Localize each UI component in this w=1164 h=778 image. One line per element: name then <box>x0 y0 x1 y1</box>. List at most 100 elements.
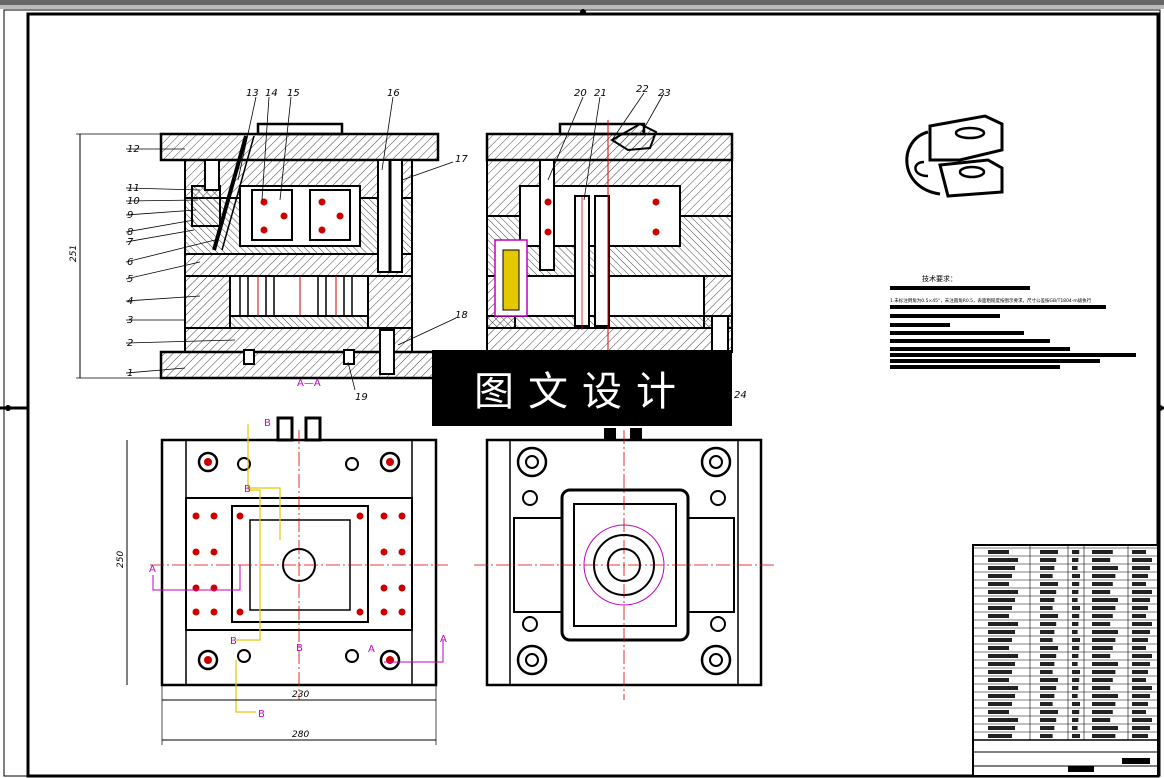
bom-cell-text <box>988 686 1018 690</box>
bom-cell-text <box>1132 574 1148 578</box>
part-label-12: 12 <box>127 144 140 155</box>
bom-cell-text <box>1132 614 1146 618</box>
part-label-15: 15 <box>287 88 300 99</box>
bom-cell-text <box>1132 558 1152 562</box>
bom-cell-text <box>1092 654 1111 658</box>
bom-cell-text <box>1072 590 1079 594</box>
bom-cell-text <box>988 606 1012 610</box>
title-block <box>972 544 1159 777</box>
section-marker-b-1: B <box>244 484 251 495</box>
bom-cell-text <box>1092 694 1118 698</box>
tech-line-bar <box>890 331 1024 335</box>
section-view-right <box>485 92 734 353</box>
bom-cell-text <box>988 702 1012 706</box>
section-marker-b-top: B <box>264 418 271 429</box>
bom-cell-text <box>1132 582 1146 586</box>
bom-cell-text <box>988 678 1009 682</box>
bom-cell-text <box>1072 614 1080 618</box>
tech-line-bar <box>890 286 1030 290</box>
bom-cell-text <box>1132 694 1150 698</box>
bom-cell-text <box>988 694 1015 698</box>
bom-cell-text <box>1132 566 1150 570</box>
part-label-11: 11 <box>127 183 140 194</box>
bom-cell-text <box>988 662 1015 666</box>
bom-cell-text <box>1040 726 1055 730</box>
bom-cell-text <box>1132 638 1148 642</box>
bom-cell-text <box>988 622 1018 626</box>
bom-cell-text <box>1092 686 1111 690</box>
tech-line-bar <box>890 347 1070 351</box>
dimension-width-inner: 230 <box>292 690 309 700</box>
part-label-3: 3 <box>127 315 133 326</box>
tech-line-bar <box>890 339 1050 343</box>
bom-cell-text <box>1132 678 1146 682</box>
bom-cell-text <box>988 710 1009 714</box>
bom-cell-text <box>1040 694 1055 698</box>
bom-cell-text <box>988 654 1018 658</box>
part-label-5: 5 <box>127 274 133 285</box>
bom-cell-text <box>1092 566 1118 570</box>
bom-cell-text <box>1092 734 1116 738</box>
section-marker-a-right: A <box>440 634 447 645</box>
bom-cell-text <box>1132 718 1152 722</box>
part-label-17: 17 <box>455 154 468 165</box>
tech-line-bar <box>890 305 1106 309</box>
bom-cell-text <box>1092 590 1111 594</box>
bom-cell-text <box>1092 718 1111 722</box>
bom-cell-text <box>1132 670 1148 674</box>
bom-cell-text <box>1040 606 1053 610</box>
bom-cell-text <box>1040 558 1057 562</box>
bom-cell-text <box>1040 646 1058 650</box>
part-label-19: 19 <box>355 392 368 403</box>
bom-cell-text <box>988 582 1009 586</box>
section-view-left <box>76 96 457 391</box>
bom-cell-text <box>1072 718 1079 722</box>
bom-cell-text <box>1092 614 1113 618</box>
dimension-height-plan: 250 <box>116 551 126 568</box>
tech-line-bar <box>890 323 950 327</box>
bom-cell-text <box>1072 686 1079 690</box>
plan-view-right <box>474 428 774 700</box>
watermark-banner: 图文设计 <box>432 350 732 426</box>
bom-cell-text <box>1040 734 1053 738</box>
bom-cell-text <box>988 726 1015 730</box>
bom-cell-text <box>1092 550 1113 554</box>
bom-cell-text <box>988 566 1015 570</box>
bom-cell-text <box>1072 606 1080 610</box>
part-label-23: 23 <box>658 88 671 99</box>
bom-cell-text <box>1132 686 1152 690</box>
part-label-14: 14 <box>265 88 278 99</box>
bom-cell-text <box>1132 734 1148 738</box>
part-label-1: 1 <box>127 368 133 379</box>
bom-cell-text <box>1092 582 1113 586</box>
bom-cell-text <box>1072 550 1080 554</box>
bom-cell-text <box>1132 654 1152 658</box>
bom-cell-text <box>1040 662 1055 666</box>
section-marker-a-mid: A <box>368 644 375 655</box>
part-label-9: 9 <box>127 210 133 221</box>
bom-cell-text <box>1092 646 1113 650</box>
bom-cell-text <box>1132 646 1146 650</box>
bom-cell-text <box>988 630 1015 634</box>
part-label-10: 10 <box>127 196 140 207</box>
bom-cell-text <box>988 614 1009 618</box>
bom-cell-text <box>1072 726 1078 730</box>
bom-cell-text <box>1132 550 1146 554</box>
bom-cell-text <box>1040 718 1057 722</box>
bom-cell-text <box>1092 678 1113 682</box>
bom-cell-text <box>1072 734 1080 738</box>
bom-cell-text <box>988 574 1012 578</box>
bom-cell-text <box>988 670 1012 674</box>
bom-cell-text <box>988 558 1018 562</box>
bom-cell-text <box>1072 638 1080 642</box>
bom-cell-text <box>1092 670 1116 674</box>
part-label-22: 22 <box>636 84 649 95</box>
bom-cell-text <box>1092 662 1118 666</box>
bom-cell-text <box>1072 694 1078 698</box>
tech-line-bar <box>890 359 1100 363</box>
technical-requirements-title: 技术要求： <box>922 275 957 283</box>
bom-cell-text <box>1040 622 1057 626</box>
bom-cell-text <box>1092 710 1113 714</box>
bom-cell-text <box>1092 574 1116 578</box>
